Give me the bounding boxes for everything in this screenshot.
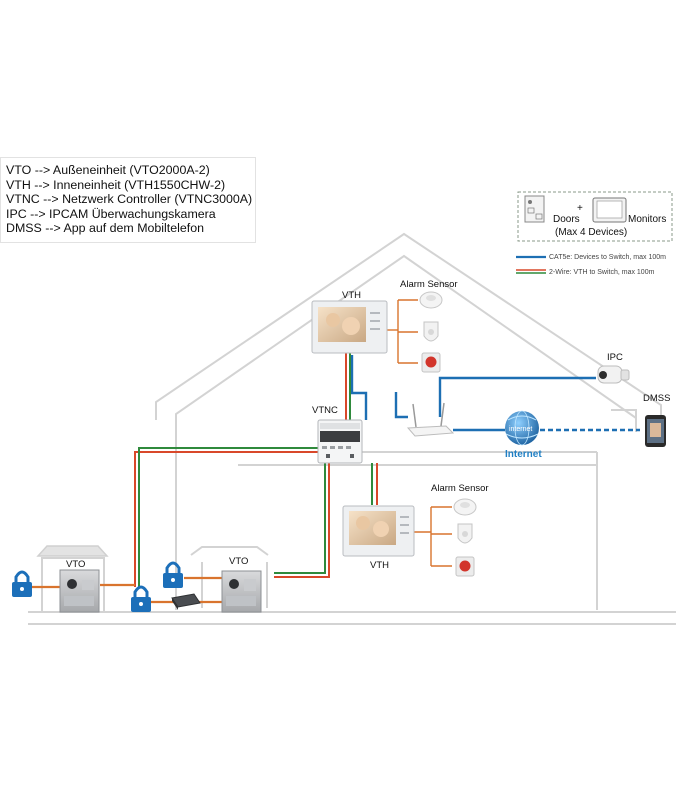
legend-line-ipc: IPC --> IPCAM Überwachungskamera bbox=[6, 206, 216, 221]
cat5e-cables bbox=[350, 355, 640, 432]
panic-button-icon bbox=[421, 352, 441, 373]
panic-button-icon bbox=[455, 556, 475, 577]
cat5e-legend-label: CAT5e: Devices to Switch, max 100m bbox=[549, 254, 666, 261]
two-wire-cables bbox=[134, 353, 378, 587]
internet-globe-label: internet bbox=[509, 426, 532, 433]
ipc-camera-icon bbox=[597, 365, 630, 384]
monitor-icon bbox=[592, 197, 627, 223]
internet-globe-icon bbox=[505, 410, 539, 446]
lock-icon bbox=[163, 561, 183, 588]
vto-middle-label: VTO bbox=[229, 556, 248, 567]
vtnc-label: VTNC bbox=[312, 405, 338, 416]
smoke-detector-icon bbox=[419, 291, 443, 309]
alarm-branch-bottom bbox=[414, 506, 452, 567]
abbreviation-legend: VTO --> Außeneinheit (VTO2000A-2) VTH --… bbox=[0, 157, 256, 243]
motion-sensor-icon bbox=[457, 523, 473, 544]
legend-line-vtnc: VTNC --> Netzwerk Controller (VTNC3000A) bbox=[6, 192, 253, 207]
two-wire-legend-label: 2-Wire: VTH to Switch, max 100m bbox=[549, 269, 655, 276]
vth-top-monitor bbox=[311, 300, 388, 354]
power-supply-icon bbox=[171, 593, 201, 610]
capacity-doors: Doors bbox=[553, 214, 580, 225]
capacity-monitors: Monitors bbox=[628, 214, 666, 225]
cable-legend: CAT5e: Devices to Switch, max 100m 2-Wir… bbox=[516, 254, 666, 276]
legend-line-vth: VTH --> Inneneinheit (VTH1550CHW-2) bbox=[6, 177, 226, 192]
motion-sensor-icon bbox=[423, 321, 439, 342]
capacity-box: + Doors Monitors (Max 4 Devices) bbox=[517, 191, 673, 242]
vto-middle-door-station bbox=[221, 570, 262, 613]
capacity-max: (Max 4 Devices) bbox=[555, 227, 627, 238]
vth-bottom-label: VTH bbox=[370, 560, 389, 571]
router-icon bbox=[406, 402, 455, 437]
alarm-sensor-bottom-label: Alarm Sensor bbox=[431, 483, 489, 494]
legend-line-dmss: DMSS --> App auf dem Mobiltelefon bbox=[6, 221, 205, 236]
smartphone-icon bbox=[645, 415, 666, 447]
lock-icon bbox=[12, 570, 32, 597]
vth-bottom-monitor bbox=[342, 505, 415, 557]
lock-icon bbox=[131, 585, 151, 612]
vto-left-label: VTO bbox=[66, 559, 85, 570]
door-panel-icon bbox=[524, 195, 545, 223]
vto-left-door-station bbox=[59, 569, 100, 613]
vth-top-label: VTH bbox=[342, 290, 361, 301]
alarm-branch-top bbox=[384, 299, 418, 364]
smoke-detector-icon bbox=[453, 498, 477, 516]
internet-label: Internet bbox=[505, 449, 542, 460]
ipc-label: IPC bbox=[607, 352, 623, 363]
alarm-sensor-top-label: Alarm Sensor bbox=[400, 279, 458, 290]
dmss-label: DMSS bbox=[643, 393, 670, 404]
vtnc-controller bbox=[317, 419, 363, 464]
capacity-plus: + bbox=[577, 203, 583, 214]
legend-line-vto: VTO --> Außeneinheit (VTO2000A-2) bbox=[6, 163, 210, 177]
